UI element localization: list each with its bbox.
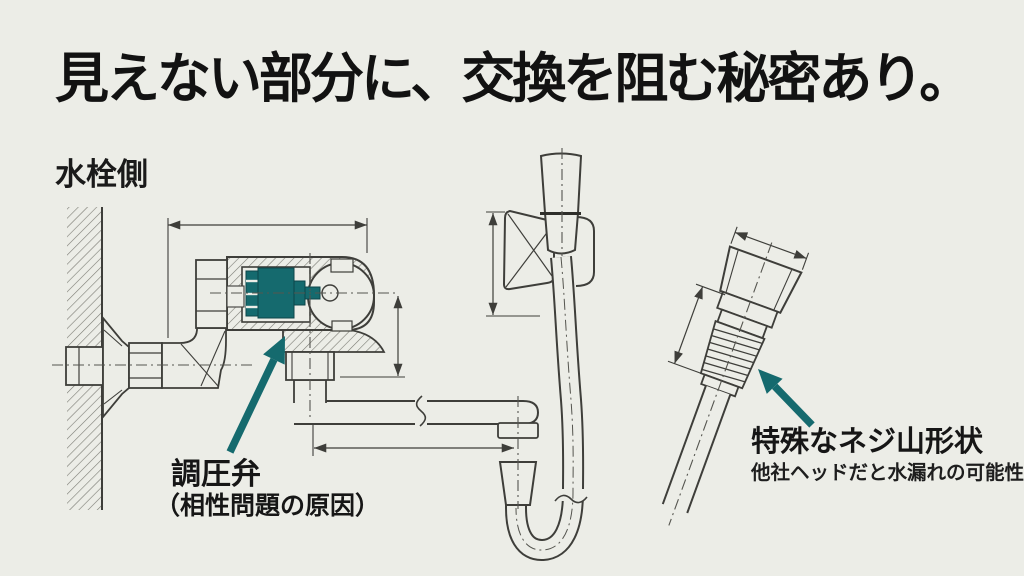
spout-pipe (285, 351, 540, 439)
thread-ridges (699, 319, 766, 390)
valve-cap-nut (195, 259, 245, 329)
holder-bracket (502, 209, 595, 291)
connector-cap (719, 245, 803, 314)
wall-flange (102, 315, 130, 420)
dimension-cap-width (734, 231, 807, 259)
thread-shape-callout-note: 他社ヘッドだと水漏れの可能性 (751, 462, 1024, 484)
pressure-valve-callout-title: 調圧弁 (171, 458, 261, 491)
threaded-connector (661, 226, 810, 526)
thread-shape-callout-title: 特殊なネジ山形状 (751, 426, 984, 458)
shower-head (539, 152, 583, 255)
dimension-lines (167, 211, 540, 456)
faucet-side-label: 水栓側 (55, 157, 148, 192)
slide-title: 見えない部分に、交換を阻む秘密あり。 (55, 49, 973, 109)
dimension-thread-length (673, 286, 704, 364)
elbow-pipe (161, 327, 227, 389)
center-lines (52, 148, 563, 509)
wall-supply-pipe (65, 346, 104, 386)
holder-back-plate (575, 216, 595, 287)
callout-arrow-left-icon (226, 336, 285, 454)
shower-hose (505, 255, 590, 561)
pressure-valve-callout-note: （相性問題の原因） (155, 492, 381, 520)
callout-arrow-right-icon (758, 369, 815, 428)
